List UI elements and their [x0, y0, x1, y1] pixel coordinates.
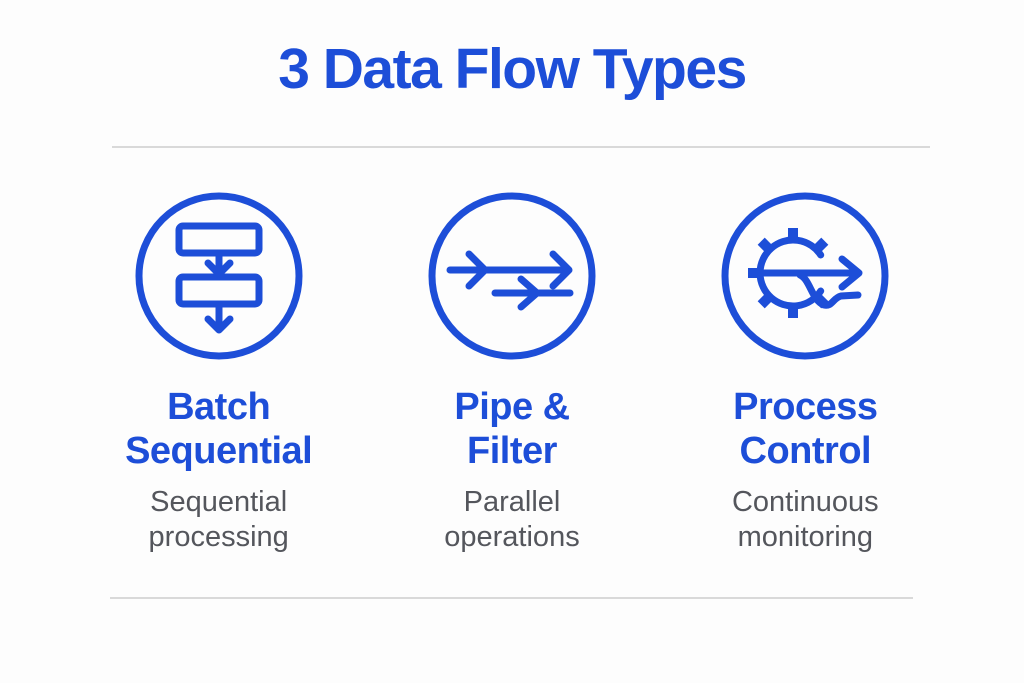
item-title-line: Batch	[167, 385, 271, 428]
pipe-filter-icon	[427, 191, 597, 361]
bottom-divider	[110, 596, 913, 599]
item-description-line: Parallel	[463, 485, 561, 518]
item-description-line: operations	[444, 520, 580, 553]
item-title-line: Control	[739, 429, 872, 472]
item-process-control: Process Control Continuous monitoring	[659, 191, 952, 555]
batch-sequential-icon	[134, 191, 304, 361]
items-row: Batch Sequential Sequential processing	[72, 191, 952, 555]
item-description: Parallel operations	[444, 485, 579, 555]
page-title: 3 Data Flow Types	[278, 37, 747, 101]
item-description-line: Sequential	[150, 485, 288, 518]
item-title-line: Filter	[467, 429, 557, 472]
item-description-line: processing	[148, 520, 289, 553]
item-description-line: Continuous	[731, 485, 879, 518]
item-title: Batch Sequential	[125, 385, 313, 473]
item-title: Process Control	[733, 385, 878, 473]
item-description-line: monitoring	[737, 520, 874, 553]
item-batch-sequential: Batch Sequential Sequential processing	[72, 191, 365, 555]
process-control-icon	[720, 191, 890, 361]
item-title-line: Process	[733, 385, 878, 428]
item-title-line: Pipe &	[454, 385, 570, 428]
top-divider	[112, 145, 930, 148]
item-description: Sequential processing	[149, 485, 289, 555]
item-title-line: Sequential	[125, 429, 313, 472]
item-description: Continuous monitoring	[732, 485, 879, 555]
item-pipe-filter: Pipe & Filter Parallel operations	[365, 191, 658, 555]
item-title: Pipe & Filter	[454, 385, 570, 473]
